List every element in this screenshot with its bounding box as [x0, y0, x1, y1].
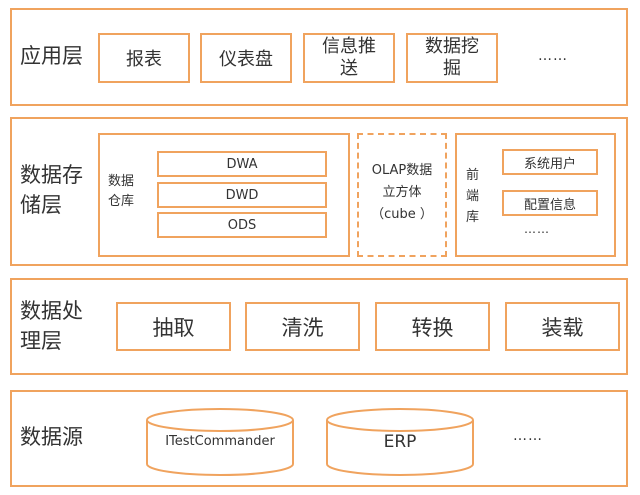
frontend-db-title: 前端库 [466, 168, 480, 225]
process-step-extract-label: 抽取 [152, 315, 195, 340]
source-layer [10, 390, 628, 487]
frontend-item-system-users: 系统用户 [502, 149, 598, 175]
database-label-itestcommander: ITestCommander [165, 434, 275, 449]
olap-line2: 立方体 [382, 185, 422, 200]
storage-layer-title: 数据存储层 [20, 163, 83, 217]
olap-cube [357, 133, 447, 257]
warehouse-tier-dwd-label: DWD [225, 187, 259, 203]
application-layer-title: 应用层 [20, 44, 83, 68]
warehouse-tier-dwa: DWA [157, 151, 327, 177]
app-item-info-push-label: 信息推送 [322, 36, 376, 79]
process-step-transform-label: 转换 [411, 315, 454, 340]
processing-layer-title: 数据处理层 [20, 299, 83, 353]
app-item-data-mining: 数据挖掘 [406, 33, 498, 83]
database-icon-erp [326, 408, 474, 476]
process-step-transform: 转换 [375, 302, 490, 351]
app-item-info-push: 信息推送 [303, 33, 395, 83]
source-ellipsis: …… [513, 428, 543, 444]
process-step-clean: 清洗 [245, 302, 360, 351]
olap-line1: OLAP数据 [371, 163, 433, 178]
warehouse-tier-ods: ODS [157, 212, 327, 238]
app-item-report: 报表 [98, 33, 190, 83]
data-warehouse-title: 数据仓库 [108, 174, 135, 209]
process-step-load: 装载 [505, 302, 620, 351]
database-icon-itestcommander [146, 408, 294, 476]
app-item-report-label: 报表 [126, 49, 162, 70]
app-item-data-mining-label: 数据挖掘 [425, 36, 479, 79]
app-item-dashboard-label: 仪表盘 [219, 49, 273, 70]
warehouse-tier-dwd: DWD [157, 182, 327, 208]
process-step-extract: 抽取 [116, 302, 231, 351]
source-layer-title: 数据源 [20, 425, 83, 449]
warehouse-tier-dwa-label: DWA [226, 156, 258, 172]
frontend-item-system-users-label: 系统用户 [523, 156, 576, 172]
frontend-item-config: 配置信息 [502, 190, 598, 216]
app-item-dashboard: 仪表盘 [200, 33, 292, 83]
database-label-erp: ERP [383, 432, 417, 452]
process-step-clean-label: 清洗 [281, 315, 324, 340]
warehouse-tier-ods-label: ODS [227, 217, 257, 233]
frontend-ellipsis: …… [524, 222, 550, 236]
frontend-item-config-label: 配置信息 [523, 197, 576, 213]
olap-cube-label: OLAP数据 立方体 （cube ） [357, 160, 447, 226]
olap-line3: （cube ） [371, 207, 433, 222]
app-ellipsis: …… [538, 48, 568, 64]
process-step-load-label: 装载 [541, 315, 584, 340]
